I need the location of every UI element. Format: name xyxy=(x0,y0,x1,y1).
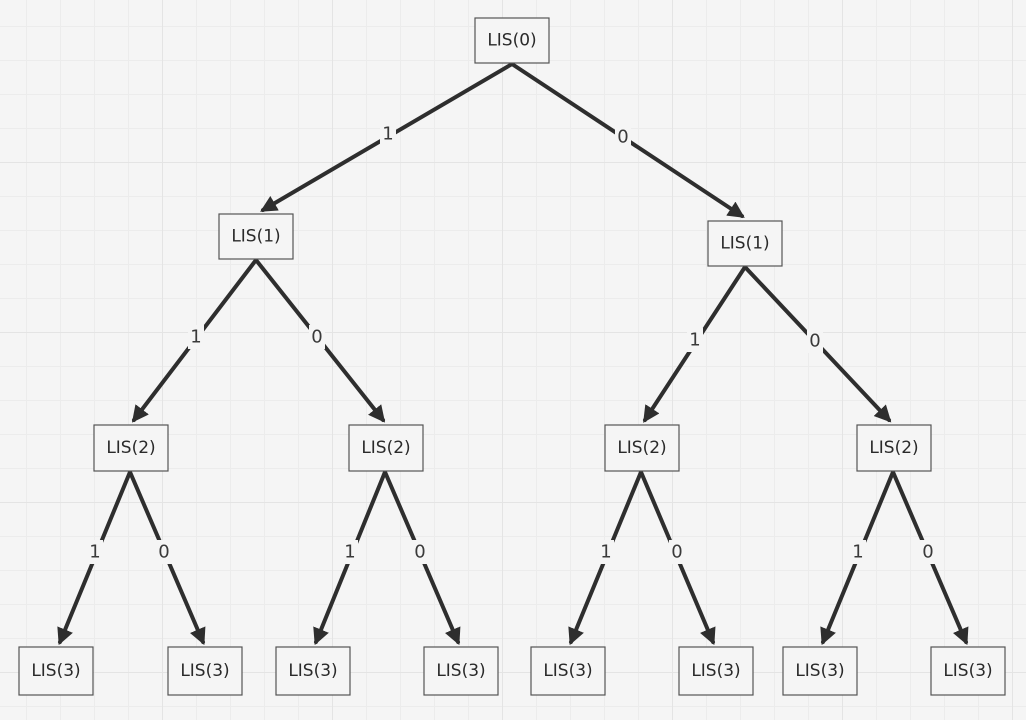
node-box xyxy=(348,424,424,472)
edge-label-background xyxy=(380,122,396,146)
edge-label: 1 xyxy=(382,124,393,145)
edges-layer: 1 0 1 0 1 0 1 0 1 0 1 0 1 0 xyxy=(57,62,969,646)
tree-node-n2c: LIS(2) xyxy=(604,424,680,472)
node-label: LIS(2) xyxy=(617,438,666,458)
edge-n0-n1b: 0 xyxy=(510,62,745,218)
node-box xyxy=(167,646,243,696)
tree-node-n0: LIS(0) xyxy=(474,17,550,64)
edge-n2c-n3e: 1 xyxy=(568,470,643,646)
edge-label-background xyxy=(687,328,703,352)
edge-label: 0 xyxy=(671,542,682,563)
edge-label-background xyxy=(188,325,204,349)
edge-label-background xyxy=(669,540,685,564)
edge-label-background xyxy=(342,540,358,564)
node-label: LIS(3) xyxy=(288,661,337,681)
edge-label: 1 xyxy=(190,327,201,348)
edge-n1a-n2a: 1 xyxy=(131,258,258,423)
edge-n2b-n3c: 1 xyxy=(313,470,387,646)
tree-node-n3h: LIS(3) xyxy=(930,646,1006,696)
edge-label: 0 xyxy=(311,327,322,348)
tree-node-n3b: LIS(3) xyxy=(167,646,243,696)
edge-label-background xyxy=(850,540,866,564)
node-box xyxy=(930,646,1006,696)
edge-label-background xyxy=(412,540,428,564)
edge-n2c-n3f: 0 xyxy=(639,470,716,646)
node-label: LIS(0) xyxy=(487,31,536,51)
edge-n2d-n3g: 1 xyxy=(820,470,895,646)
edge-n1b-n2c: 1 xyxy=(643,265,747,423)
node-box xyxy=(93,424,169,472)
node-label: LIS(1) xyxy=(720,234,769,254)
nodes-layer: LIS(0) LIS(1) LIS(1) LIS(2) LIS(2) LIS(2) LIS(… xyxy=(18,17,1006,696)
node-box xyxy=(423,646,499,696)
node-label: LIS(3) xyxy=(795,661,844,681)
node-label: LIS(2) xyxy=(869,438,918,458)
edge-label-background xyxy=(87,540,103,564)
node-box xyxy=(218,213,294,260)
node-label: LIS(3) xyxy=(543,661,592,681)
tree-node-n1a: LIS(1) xyxy=(218,213,294,260)
node-box xyxy=(856,424,932,472)
tree-node-n3f: LIS(3) xyxy=(678,646,754,696)
edge-n0-n1a: 1 xyxy=(260,62,514,212)
node-box xyxy=(275,646,351,696)
node-label: LIS(3) xyxy=(943,661,992,681)
node-box xyxy=(474,17,550,64)
node-box xyxy=(604,424,680,472)
edge-label: 1 xyxy=(600,542,611,563)
node-box xyxy=(530,646,606,696)
edge-label-background xyxy=(920,540,936,564)
edge-label-background xyxy=(156,540,172,564)
edge-label: 1 xyxy=(689,330,700,351)
node-label: LIS(3) xyxy=(180,661,229,681)
node-box xyxy=(18,646,94,696)
tree-node-n2a: LIS(2) xyxy=(93,424,169,472)
node-label: LIS(3) xyxy=(691,661,740,681)
edge-label: 0 xyxy=(158,542,169,563)
edge-label: 0 xyxy=(414,542,425,563)
node-box xyxy=(782,646,858,696)
edge-n1b-n2d: 0 xyxy=(743,265,892,423)
tree-node-n2b: LIS(2) xyxy=(348,424,424,472)
edge-n2a-n3a: 1 xyxy=(57,470,132,646)
edge-label: 0 xyxy=(617,127,628,148)
edge-n2b-n3d: 0 xyxy=(383,470,461,646)
edge-n2d-n3h: 0 xyxy=(891,470,969,646)
edge-label: 1 xyxy=(852,542,863,563)
tree-node-n3c: LIS(3) xyxy=(275,646,351,696)
tree-node-n3e: LIS(3) xyxy=(530,646,606,696)
edge-n2a-n3b: 0 xyxy=(128,470,206,646)
node-label: LIS(1) xyxy=(231,227,280,247)
node-label: LIS(2) xyxy=(361,438,410,458)
tree-node-n3g: LIS(3) xyxy=(782,646,858,696)
edge-label-background xyxy=(309,325,325,349)
tree-node-n3d: LIS(3) xyxy=(423,646,499,696)
edge-label-background xyxy=(598,540,614,564)
node-label: LIS(3) xyxy=(31,661,80,681)
node-label: LIS(3) xyxy=(436,661,485,681)
edge-label-background xyxy=(615,125,631,149)
node-box xyxy=(707,220,783,267)
edge-label: 1 xyxy=(89,542,100,563)
tree-node-n1b: LIS(1) xyxy=(707,220,783,267)
node-box xyxy=(678,646,754,696)
tree-node-n3a: LIS(3) xyxy=(18,646,94,696)
tree-node-n2d: LIS(2) xyxy=(856,424,932,472)
edge-label: 0 xyxy=(809,331,820,352)
edge-label: 1 xyxy=(344,542,355,563)
edge-label-background xyxy=(807,329,823,353)
node-label: LIS(2) xyxy=(106,438,155,458)
edge-label: 0 xyxy=(922,542,933,563)
edge-n1a-n2b: 0 xyxy=(254,258,386,423)
